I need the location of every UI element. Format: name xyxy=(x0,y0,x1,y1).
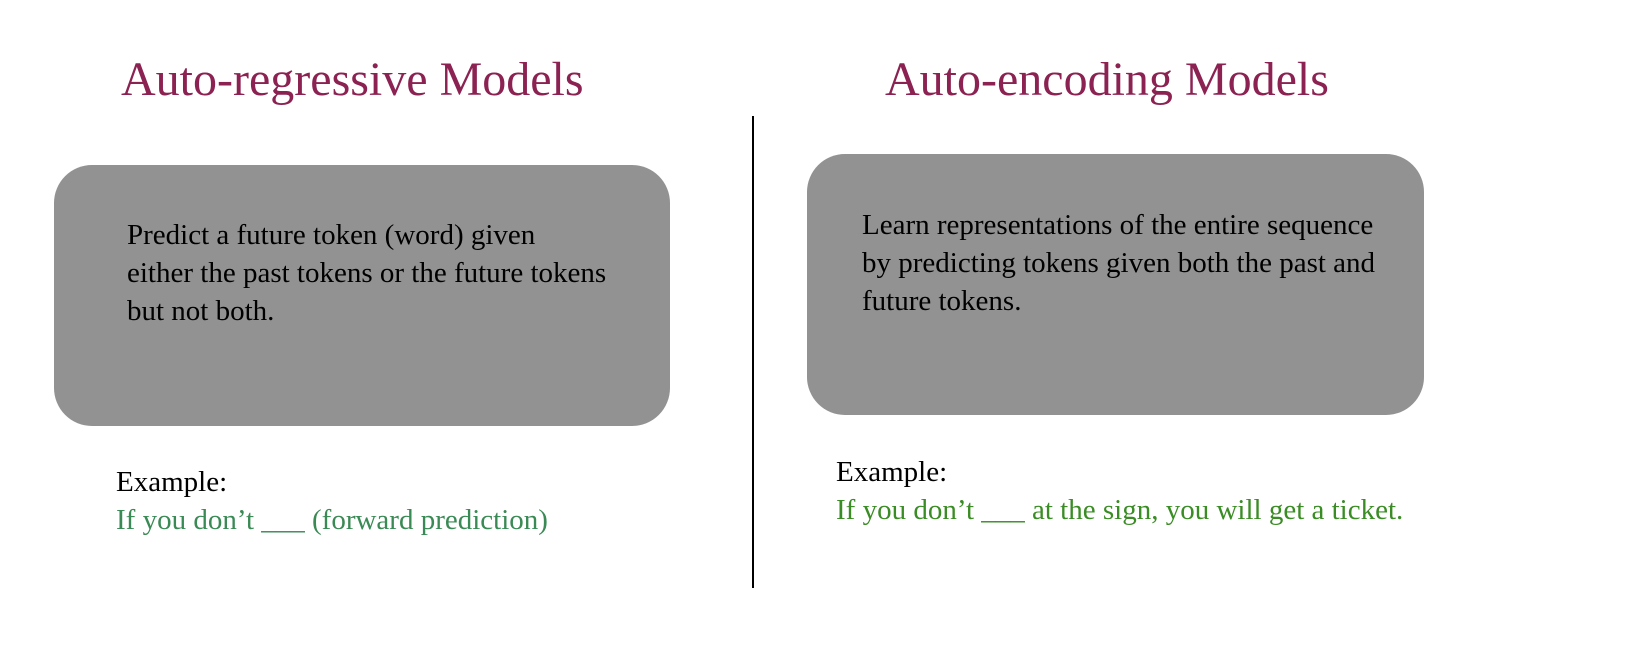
autoencoding-example-text: If you don’t ___ at the sign, you will g… xyxy=(836,494,1404,526)
autoregressive-title: Auto-regressive Models xyxy=(121,53,584,106)
autoencoding-description-box: Learn representations of the entire sequ… xyxy=(807,154,1424,415)
autoencoding-example-label: Example: xyxy=(836,456,948,488)
autoencoding-title: Auto-encoding Models xyxy=(885,53,1329,106)
autoencoding-description: Learn representations of the entire sequ… xyxy=(862,209,1376,317)
vertical-divider xyxy=(752,116,754,588)
autoregressive-description-box: Predict a future token (word) given eith… xyxy=(54,165,670,426)
autoregressive-example: Example: If you don’t ___ (forward predi… xyxy=(116,463,548,539)
autoregressive-description: Predict a future token (word) given eith… xyxy=(127,219,607,327)
autoregressive-example-label: Example: xyxy=(116,466,228,498)
autoregressive-example-text: If you don’t ___ (forward prediction) xyxy=(116,504,548,536)
autoencoding-example: Example: If you don’t ___ at the sign, y… xyxy=(836,453,1403,529)
